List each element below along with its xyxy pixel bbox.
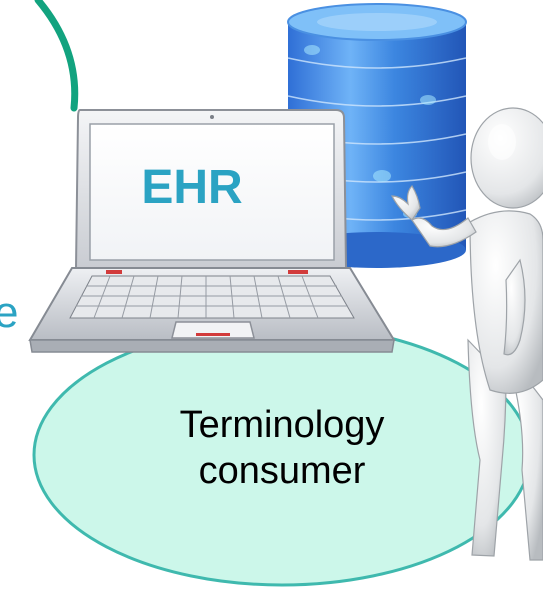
presenter-figure-icon xyxy=(391,107,543,561)
cropped-edge-text: e xyxy=(0,288,19,337)
consumer-label-line-2: consumer xyxy=(198,450,366,492)
terminology-consumer-label: Terminology consumer xyxy=(132,402,432,494)
consumer-label-line-1: Terminology xyxy=(179,404,385,446)
connector-arc xyxy=(34,0,79,112)
laptop-icon xyxy=(28,109,396,353)
ehr-screen-label: EHR xyxy=(141,161,243,214)
